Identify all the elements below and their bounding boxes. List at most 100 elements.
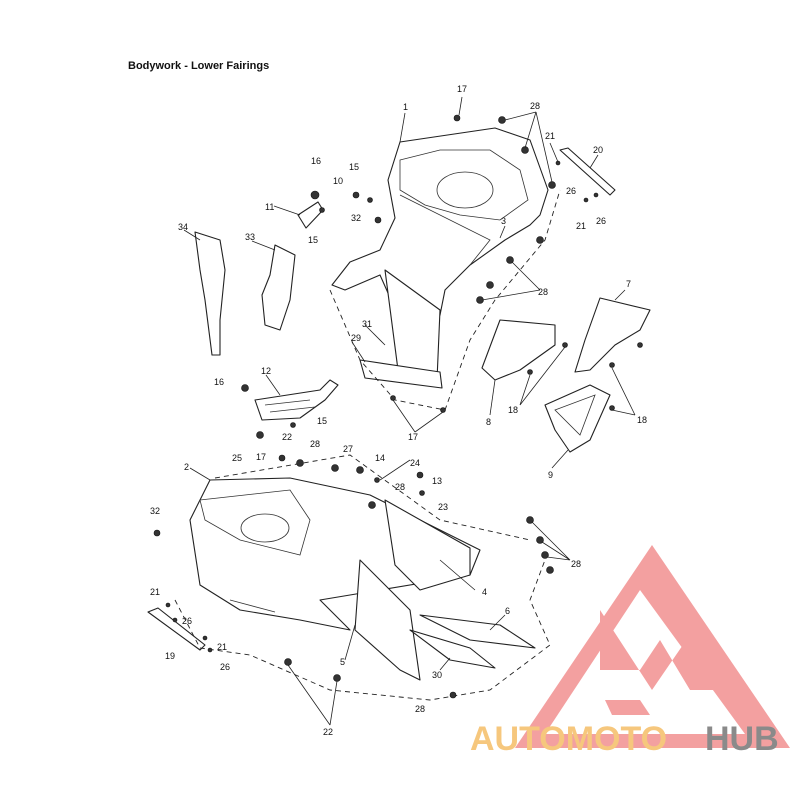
- callout-14: 14: [375, 453, 385, 463]
- grommet-25-icon: [256, 431, 264, 439]
- grommet-28-icon: [546, 566, 554, 574]
- leader-8: [489, 379, 496, 416]
- grommet-28-icon: [521, 146, 529, 154]
- screw-15-icon: [319, 207, 325, 213]
- grommet-22-icon: [296, 459, 304, 467]
- callout-26d: 26: [220, 662, 230, 672]
- duct-panel-7: [574, 297, 651, 373]
- callout-25: 25: [232, 453, 242, 463]
- callout-12: 12: [261, 366, 271, 376]
- screw-17-icon: [390, 395, 396, 401]
- callout-4: 4: [482, 587, 487, 597]
- callout-28d: 28: [395, 482, 405, 492]
- screw-18-icon: [609, 405, 615, 411]
- callout-20: 20: [593, 145, 603, 155]
- leader-5: [344, 624, 356, 661]
- leader-28-mid: [481, 261, 541, 301]
- callout-28f: 28: [415, 704, 425, 714]
- lower-strip-29: [359, 359, 443, 389]
- fairing-vent-hole: [240, 513, 290, 543]
- callout-28e: 28: [571, 559, 581, 569]
- bracket-13-icon: [416, 471, 424, 479]
- leader-28-top: [504, 111, 553, 183]
- washer-21-icon: [165, 602, 171, 608]
- leader-17: [458, 96, 463, 116]
- leader-lines: [183, 96, 636, 726]
- screw-32-icon: [374, 216, 382, 224]
- screw-17-icon: [440, 407, 446, 413]
- watermark-logo: [515, 545, 790, 748]
- inner-panel-5: [354, 559, 421, 681]
- scoop-9-inner: [554, 394, 596, 436]
- bracket-12: [254, 379, 339, 421]
- upper-fairing-1: [331, 127, 549, 341]
- grommet-28-icon: [331, 464, 339, 472]
- leader-33: [251, 240, 276, 251]
- washer-21-icon: [583, 197, 589, 203]
- screw-15-icon: [367, 197, 373, 203]
- callout-29: 29: [351, 333, 361, 343]
- grommet-28-icon: [368, 501, 376, 509]
- logo-triangle-cut: [545, 590, 745, 734]
- grommet-27-icon: [356, 466, 364, 474]
- callout-28b: 28: [538, 287, 548, 297]
- assembly-outline-upper: [329, 189, 561, 411]
- callout-21d: 21: [217, 642, 227, 652]
- callout-32a: 32: [351, 213, 361, 223]
- callout-31: 31: [362, 319, 372, 329]
- callout-labels: 1 2 3 4 5 6 7 8 9 10 11 12 13 14 15 15 1…: [150, 84, 647, 737]
- nut-26-icon: [593, 192, 599, 198]
- grommet-28-icon: [486, 281, 494, 289]
- fairing-panel: [331, 127, 549, 341]
- leader-20: [589, 154, 599, 169]
- callout-28c: 28: [310, 439, 320, 449]
- callout-26c: 26: [182, 616, 192, 626]
- logo-m-mark: [600, 610, 730, 690]
- callout-7: 7: [626, 279, 631, 289]
- leader-12: [265, 374, 281, 396]
- callout-16a: 16: [311, 156, 321, 166]
- leader-30: [439, 657, 451, 671]
- bracket-12-slots: [264, 399, 316, 413]
- leader-18a: [519, 346, 566, 406]
- screw-18-icon: [637, 342, 643, 348]
- callout-21c: 21: [150, 587, 160, 597]
- callout-22b: 22: [323, 727, 333, 737]
- nut-26-icon: [207, 647, 213, 653]
- strip-6: [419, 614, 536, 649]
- callout-22a: 22: [282, 432, 292, 442]
- strip-30: [409, 629, 496, 669]
- washer-21-icon: [202, 635, 208, 641]
- logo-bar: [605, 700, 650, 715]
- leader-24: [379, 459, 411, 481]
- callout-16b: 16: [214, 377, 224, 387]
- callout-17c: 17: [256, 452, 266, 462]
- callout-27: 27: [343, 444, 353, 454]
- fairing-slot: [229, 599, 276, 613]
- leader-18b: [611, 367, 636, 416]
- leader-7: [614, 289, 626, 301]
- scoop-9: [544, 384, 611, 453]
- callout-18a: 18: [508, 405, 518, 415]
- strip-19: [147, 607, 206, 651]
- leader-4: [439, 559, 476, 591]
- callout-15c: 15: [317, 416, 327, 426]
- grommet-22-icon: [333, 674, 341, 682]
- leader-1: [399, 112, 406, 143]
- grommet-28-icon: [526, 516, 534, 524]
- callout-18b: 18: [637, 415, 647, 425]
- nut-26-icon: [172, 617, 178, 623]
- leader-11: [273, 205, 301, 216]
- callout-9: 9: [548, 470, 553, 480]
- leader-2: [189, 467, 211, 481]
- callout-23: 23: [438, 502, 448, 512]
- screw-17-icon: [278, 454, 286, 462]
- hardware-fasteners: [153, 114, 643, 699]
- side-bracket-34: [194, 231, 226, 356]
- leader-28-lower: [531, 521, 571, 561]
- callout-13: 13: [432, 476, 442, 486]
- callout-11: 11: [265, 202, 274, 212]
- leader-22-bot: [287, 664, 338, 726]
- clip-10-icon: [352, 191, 360, 199]
